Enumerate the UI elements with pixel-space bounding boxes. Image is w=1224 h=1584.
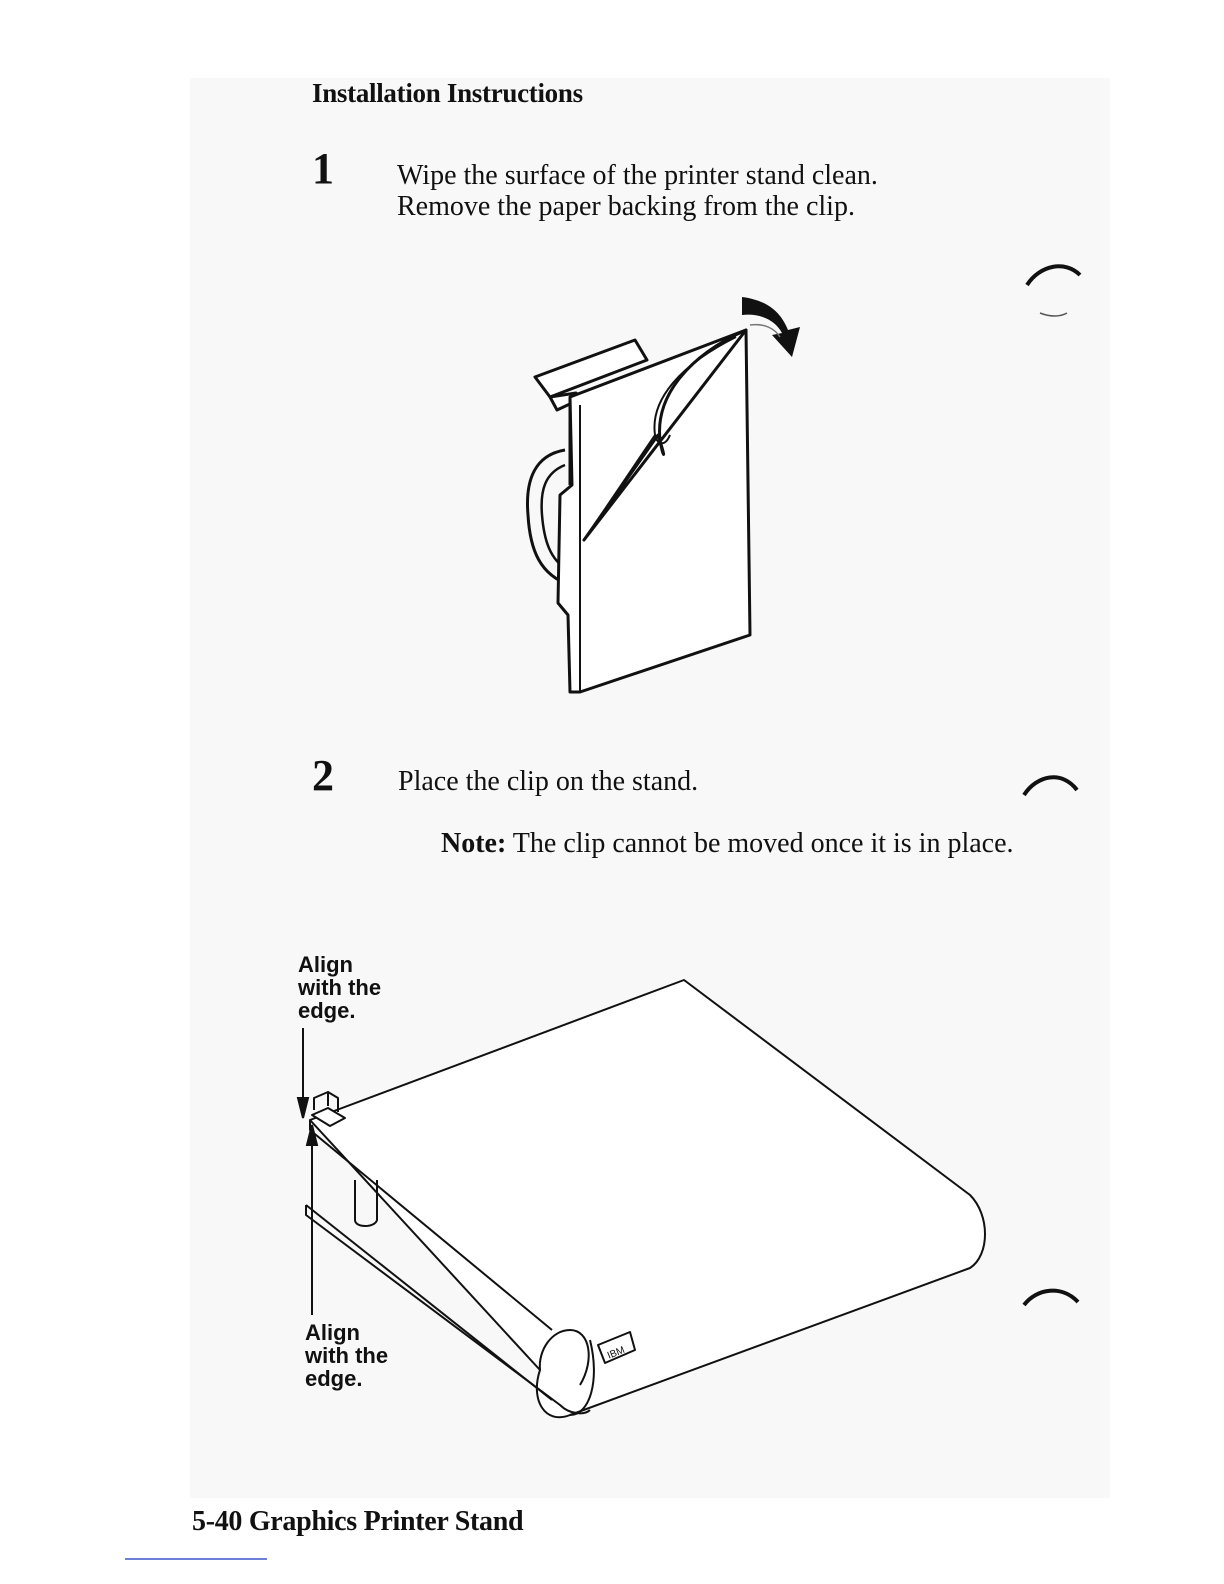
note: Note: The clip cannot be moved once it i… bbox=[441, 828, 1021, 859]
stand-top-surface bbox=[310, 980, 985, 1417]
step-1-line-2: Remove the paper backing from the clip. bbox=[397, 191, 878, 222]
step-1-number: 1 bbox=[312, 143, 334, 194]
step-2-text: Place the clip on the stand. bbox=[398, 766, 698, 797]
page-footer: 5-40 Graphics Printer Stand bbox=[192, 1506, 523, 1538]
note-label: Note: bbox=[441, 828, 506, 859]
step-1-text: Wipe the surface of the printer stand cl… bbox=[397, 160, 878, 222]
printer-stand-illustration: IBM bbox=[290, 970, 1010, 1430]
margin-tab-mark-3 bbox=[1022, 1280, 1082, 1320]
margin-tab-mark-1 bbox=[1025, 255, 1085, 325]
section-heading: Installation Instructions bbox=[312, 78, 583, 109]
margin-tab-mark-2 bbox=[1022, 765, 1082, 805]
footer-underline bbox=[125, 1558, 267, 1560]
curved-arrow-icon bbox=[742, 297, 800, 357]
step-1-line-1: Wipe the surface of the printer stand cl… bbox=[397, 160, 878, 191]
note-text: The clip cannot be moved once it is in p… bbox=[513, 828, 1014, 859]
step-2-number: 2 bbox=[312, 750, 334, 801]
clip-illustration bbox=[510, 285, 830, 705]
